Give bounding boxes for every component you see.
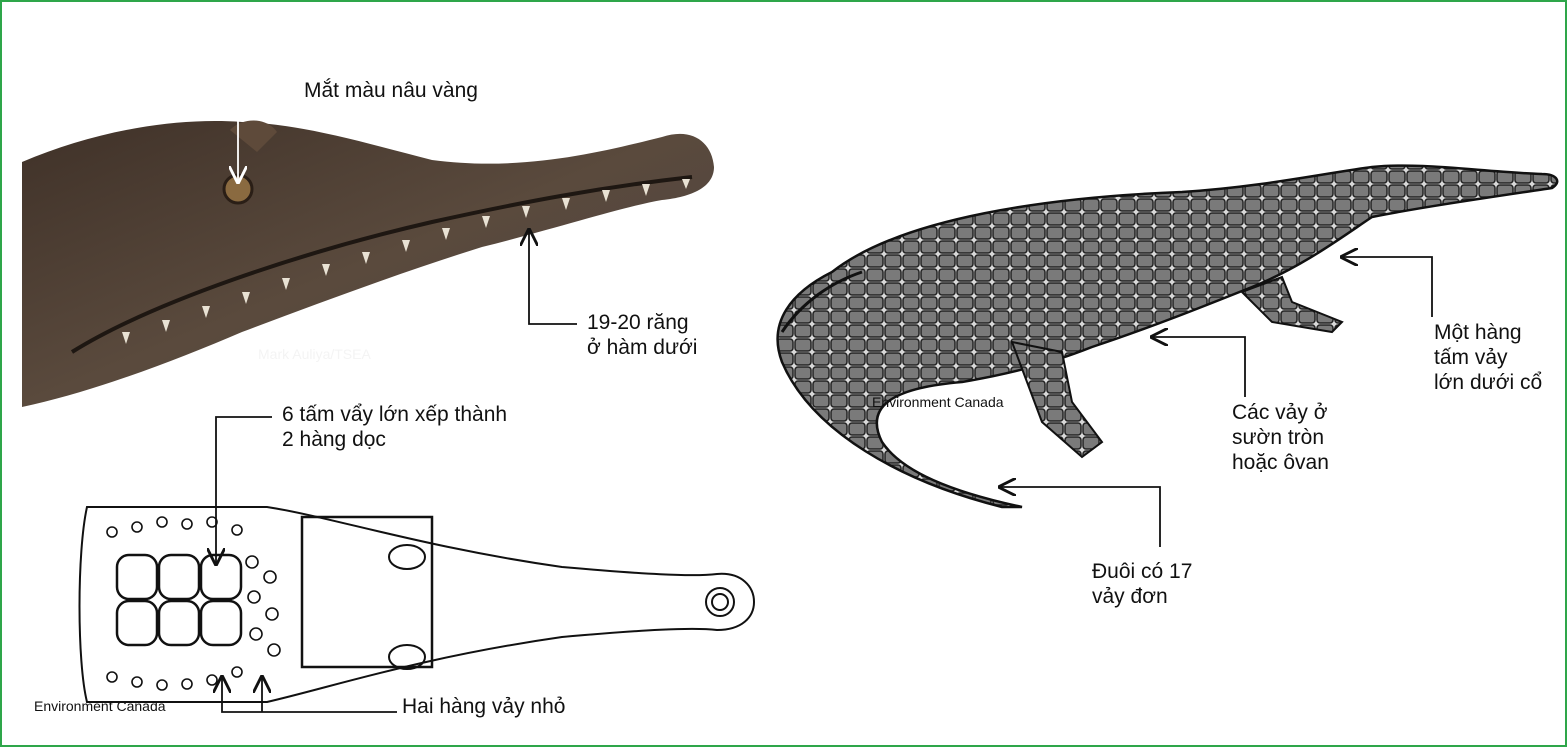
flank-leader	[1152, 337, 1245, 397]
scutes-leader	[216, 417, 272, 564]
neck-label: Một hàng tấm vảy lớn dưới cổ	[1434, 320, 1542, 395]
scutes-label-line1: 6 tấm vẩy lớn xếp thành	[282, 402, 507, 427]
tail-leader	[1000, 487, 1160, 547]
tail-label-line2: vảy đơn	[1092, 584, 1192, 609]
scutes-label: 6 tấm vẩy lớn xếp thành 2 hàng dọc	[282, 402, 507, 452]
photo-credit: Mark Auliya/TSEA	[258, 346, 371, 362]
teeth-leader	[529, 230, 577, 324]
neck-label-line1: Một hàng	[1434, 320, 1542, 345]
gharial-ventral-drawing	[80, 507, 755, 702]
flank-label-line3: hoặc ôvan	[1232, 450, 1329, 475]
tail-label-line1: Đuôi có 17	[1092, 559, 1192, 584]
tail-label: Đuôi có 17 vảy đơn	[1092, 559, 1192, 609]
small-scales-label: Hai hàng vảy nhỏ	[402, 694, 565, 719]
teeth-label-line1: 19-20 răng	[587, 310, 697, 335]
neck-label-line3: lớn dưới cổ	[1434, 370, 1542, 395]
drawing-credit-left: Environment Canada	[34, 698, 166, 714]
flank-label-line2: sườn tròn	[1232, 425, 1329, 450]
teeth-label-line2: ở hàm dưới	[587, 335, 697, 360]
neck-label-line2: tấm vảy	[1434, 345, 1542, 370]
small-scales-leader	[222, 677, 397, 712]
flank-label-line1: Các vảy ở	[1232, 400, 1329, 425]
scutes-label-line2: 2 hàng dọc	[282, 427, 507, 452]
eye-label: Mắt màu nâu vàng	[304, 78, 478, 103]
flank-label: Các vảy ở sườn tròn hoặc ôvan	[1232, 400, 1329, 475]
neck-leader	[1342, 257, 1432, 317]
gharial-head-photo	[22, 120, 714, 407]
teeth-label: 19-20 răng ở hàm dưới	[587, 310, 697, 360]
drawing-credit-right: Environment Canada	[872, 394, 1004, 410]
